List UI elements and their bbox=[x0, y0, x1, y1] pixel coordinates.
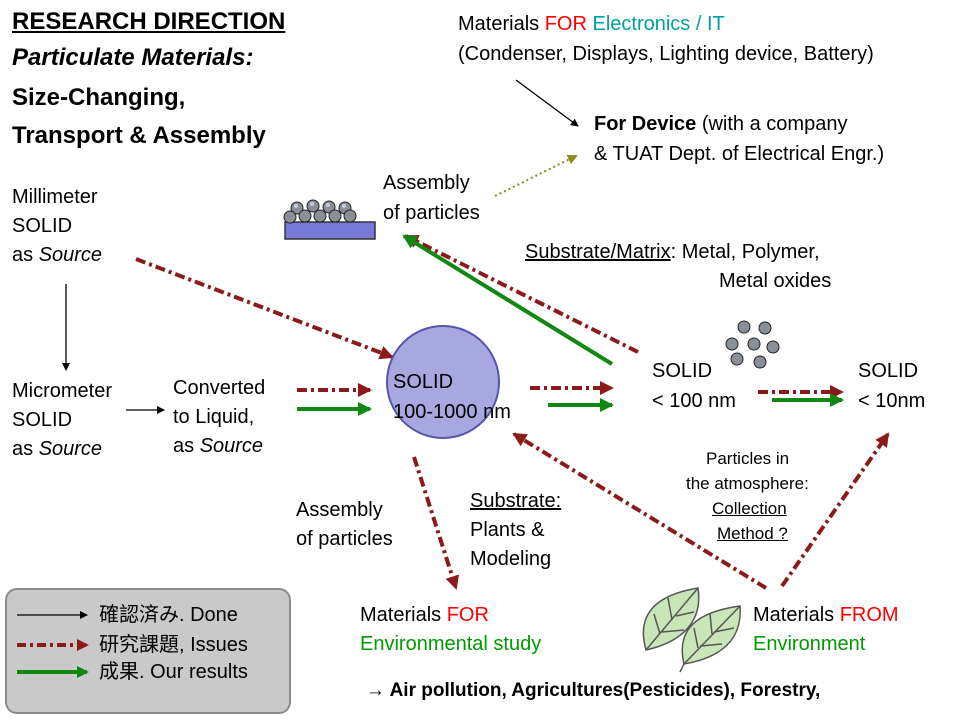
solid-mid-line-2: 100-1000 nm bbox=[393, 401, 511, 423]
assembly-bottom-line-1: Assembly bbox=[296, 499, 383, 521]
device-label: For Device (with a company bbox=[594, 113, 848, 135]
micrometer-line-1: Micrometer bbox=[12, 380, 113, 402]
substrate-plants-line-1: Substrate: bbox=[470, 490, 562, 512]
env-for-line-2: Environmental study bbox=[360, 633, 542, 655]
applications-line: → Air pollution, Agricultures(Pesticides… bbox=[366, 680, 821, 701]
micrometer-line-2: SOLID bbox=[12, 409, 73, 431]
env-from-line-1: Materials FROM bbox=[753, 604, 899, 626]
millimeter-line-2: SOLID bbox=[12, 215, 73, 237]
assembly-top-line-2: of particles bbox=[383, 202, 480, 224]
legend-box: 確認済み. Done 研究課題, Issues 成果. Our results bbox=[5, 588, 291, 714]
assembly-particles-icon bbox=[283, 199, 376, 240]
assembly-bottom-line-2: of particles bbox=[296, 528, 393, 550]
issue-arrow-small-to-assembly bbox=[404, 234, 639, 354]
title-line-2: Particulate Materials: bbox=[12, 44, 254, 71]
leaf-icon bbox=[642, 587, 741, 673]
issue-arrow-solid-to-env bbox=[412, 456, 460, 590]
env-for-line-1: Materials FOR bbox=[360, 604, 489, 626]
micrometer-line-3: as Source bbox=[12, 438, 103, 460]
device-label-line-2: & TUAT Dept. of Electrical Engr.) bbox=[594, 143, 885, 165]
atmosphere-line-1: Particles in bbox=[706, 449, 790, 468]
converted-line-3: as Source bbox=[173, 435, 264, 457]
atmosphere-line-2: the atmosphere: bbox=[686, 474, 809, 493]
assembly-top-line-1: Assembly bbox=[383, 172, 470, 194]
issue-arrow-millimeter-to-solid bbox=[135, 257, 394, 360]
nanoparticle-cluster-icon bbox=[725, 320, 780, 369]
substrate-matrix-line-2: Metal oxides bbox=[719, 270, 832, 292]
solid-10-line-2: < 10nm bbox=[858, 390, 926, 412]
title-line-3: Size-Changing, bbox=[12, 84, 186, 111]
issue-arrow-env-to-tiny bbox=[780, 432, 890, 588]
legend-issues-label: 研究課題, Issues bbox=[99, 634, 248, 656]
atmosphere-line-4: Method ? bbox=[717, 524, 788, 543]
legend-arrows bbox=[17, 611, 89, 678]
converted-line-2: to Liquid, bbox=[173, 406, 255, 428]
atmosphere-line-3: Collection bbox=[712, 499, 787, 518]
electronics-heading: Materials FOR Electronics / IT bbox=[458, 13, 725, 35]
converted-line-1: Converted bbox=[173, 377, 266, 399]
substrate-plants-line-3: Modeling bbox=[470, 548, 552, 570]
solid-mid-line-1: SOLID bbox=[393, 371, 454, 393]
millimeter-line-3: as Source bbox=[12, 244, 103, 266]
substrate-plants-line-2: Plants & bbox=[470, 519, 545, 541]
arrow-electronics-to-device bbox=[515, 79, 579, 127]
solid-100-1000nm-circle bbox=[386, 325, 500, 439]
result-arrow-small-to-assembly bbox=[402, 234, 614, 366]
legend-done-label: 確認済み. Done bbox=[99, 604, 238, 626]
arrow-assembly-to-device bbox=[494, 155, 578, 197]
title-line-4: Transport & Assembly bbox=[12, 122, 266, 149]
electronics-examples: (Condenser, Displays, Lighting device, B… bbox=[458, 43, 874, 65]
issue-arrow-env-to-solid bbox=[512, 432, 768, 590]
legend-results-label: 成果. Our results bbox=[99, 661, 248, 683]
substrate-matrix-line-1: Substrate/Matrix: Metal, Polymer, bbox=[525, 241, 820, 263]
solid-100-line-1: SOLID bbox=[652, 360, 713, 382]
solid-10-line-1: SOLID bbox=[858, 360, 919, 382]
env-from-line-2: Environment bbox=[753, 633, 866, 655]
title-line-1: RESEARCH DIRECTION bbox=[12, 8, 286, 35]
millimeter-line-1: Millimeter bbox=[12, 186, 98, 208]
solid-100-line-2: < 100 nm bbox=[652, 390, 736, 412]
